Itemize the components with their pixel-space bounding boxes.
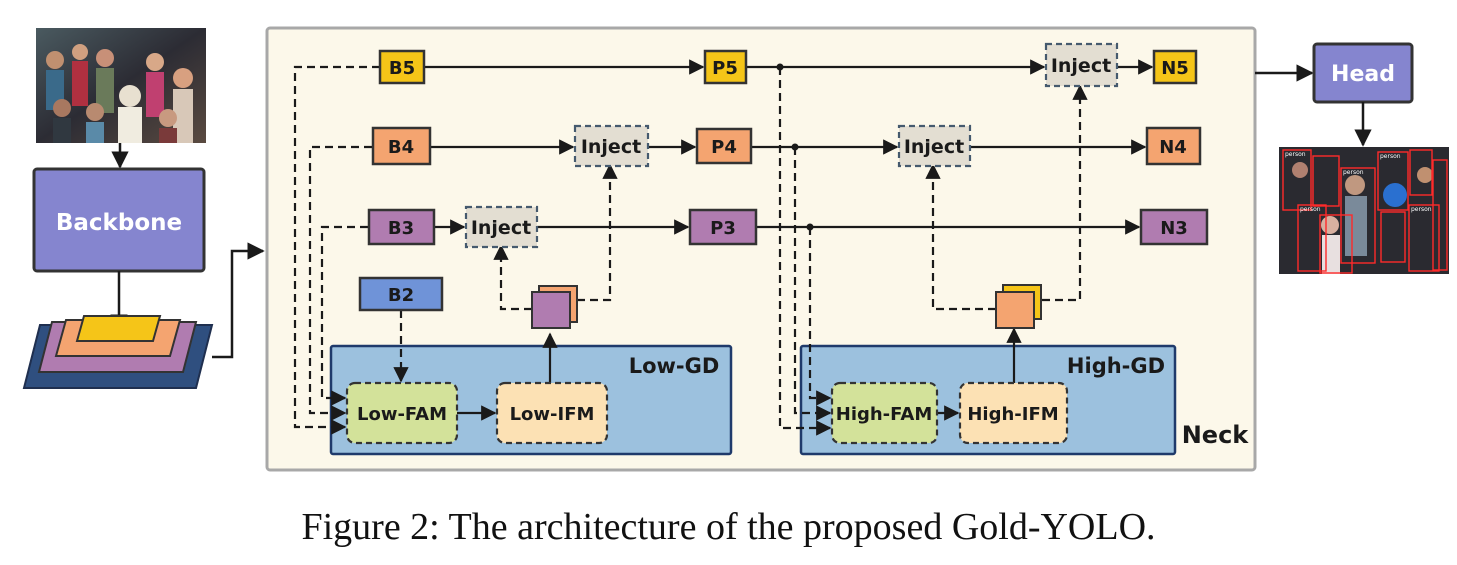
svg-text:Inject: Inject [581, 136, 641, 158]
node-p5: P5 [703, 49, 748, 85]
inject-4-low: Inject [573, 124, 650, 168]
node-n3: N3 [1139, 208, 1209, 246]
svg-text:B5: B5 [389, 58, 415, 79]
svg-text:N5: N5 [1161, 58, 1189, 79]
detection-label: person [1343, 169, 1364, 176]
backbone-block: Backbone [32, 167, 206, 273]
low-feature-stack [531, 285, 578, 329]
svg-text:P5: P5 [712, 58, 738, 79]
detection-label: person [1411, 206, 1432, 213]
node-b4: B4 [371, 126, 432, 166]
inject-4-high: Inject [897, 124, 972, 168]
backbone-label: Backbone [56, 210, 182, 236]
node-b3: B3 [367, 208, 436, 246]
detection-label: person [1300, 206, 1321, 213]
svg-text:B4: B4 [388, 137, 414, 158]
high-ifm-block: High-IFM [958, 381, 1069, 445]
output-detection-image: person person person person person [1279, 147, 1449, 274]
head-label: Head [1331, 62, 1395, 87]
detection-label: person [1285, 151, 1306, 158]
high-feature-stack [995, 284, 1042, 329]
low-fam-block: Low-FAM [345, 381, 459, 445]
node-n5: N5 [1152, 49, 1198, 85]
svg-text:Low-FAM: Low-FAM [357, 404, 447, 425]
inject-3-low: Inject [464, 205, 539, 249]
low-gd-label: Low-GD [629, 354, 720, 378]
node-p4: P4 [695, 127, 753, 165]
inject-5-high: Inject [1044, 42, 1119, 88]
svg-text:High-IFM: High-IFM [967, 404, 1058, 425]
head-block: Head [1312, 42, 1414, 104]
svg-text:N3: N3 [1160, 218, 1188, 239]
input-image [36, 28, 206, 143]
high-fam-block: High-FAM [830, 381, 939, 445]
svg-text:N4: N4 [1159, 137, 1187, 158]
svg-text:Inject: Inject [1051, 55, 1111, 77]
low-ifm-block: Low-IFM [495, 381, 609, 445]
detection-label: person [1380, 153, 1401, 160]
svg-text:P3: P3 [710, 218, 736, 239]
node-b5: B5 [378, 49, 426, 85]
neck-label: Neck [1182, 421, 1250, 449]
node-n4: N4 [1145, 126, 1202, 166]
svg-text:P4: P4 [711, 137, 737, 158]
svg-text:Inject: Inject [471, 217, 531, 239]
figure-caption: Figure 2: The architecture of the propos… [301, 506, 1156, 548]
svg-text:High-FAM: High-FAM [836, 404, 932, 425]
solid-connections [424, 59, 1154, 421]
node-b2: B2 [358, 276, 444, 312]
svg-text:Low-IFM: Low-IFM [510, 404, 595, 425]
high-gd-label: High-GD [1067, 354, 1165, 378]
node-p3: P3 [688, 208, 758, 246]
feature-pyramid-stack [22, 315, 214, 389]
svg-text:B3: B3 [388, 218, 414, 239]
svg-text:Inject: Inject [904, 136, 964, 158]
svg-text:B2: B2 [388, 285, 414, 306]
dashed-connections [293, 65, 1088, 436]
